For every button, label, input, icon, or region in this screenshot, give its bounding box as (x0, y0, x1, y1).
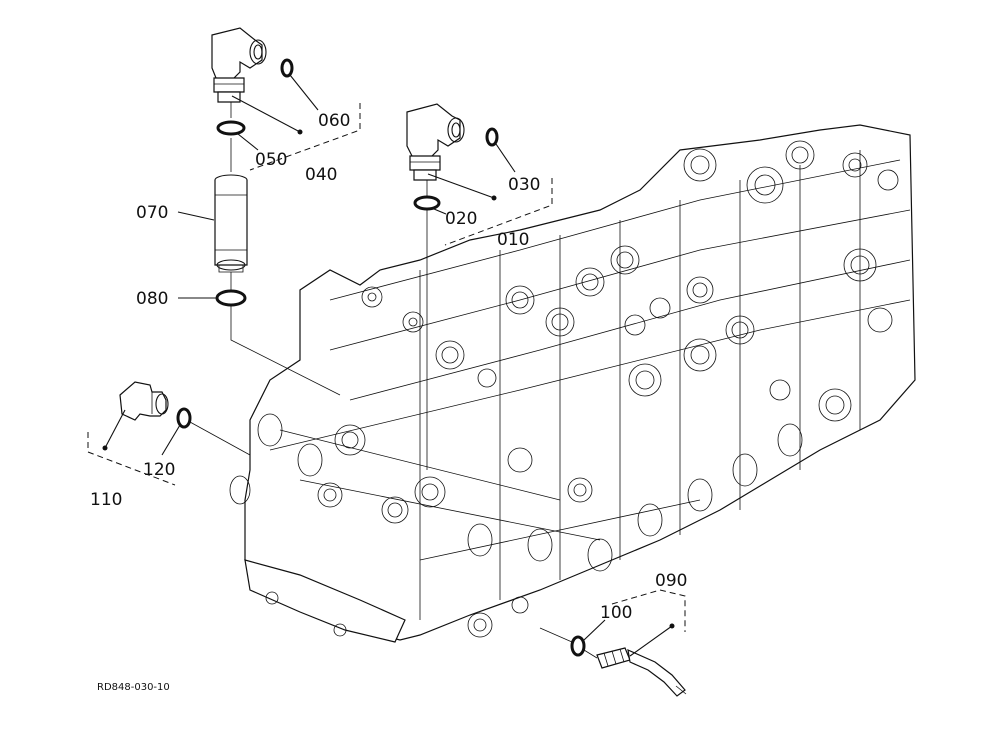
callout-010: 010 (497, 230, 529, 250)
leader-lines (87, 74, 686, 657)
reference-code: RD848-030-10 (97, 682, 170, 693)
callout-labels: 060 050 040 070 080 030 020 010 120 110 … (90, 111, 687, 693)
o-ring-060 (280, 58, 294, 78)
o-ring-020 (413, 195, 441, 211)
callout-090: 090 (655, 571, 687, 591)
elbow-fitting-110 (119, 381, 169, 421)
callout-100: 100 (600, 603, 632, 623)
callout-070: 070 (136, 203, 168, 223)
callout-080: 080 (136, 289, 168, 309)
elbow-fitting-040 (211, 27, 267, 103)
callout-020: 020 (445, 209, 477, 229)
control-valve-assembly (229, 124, 916, 643)
o-ring-080 (215, 289, 247, 307)
adapter-070 (214, 174, 248, 273)
o-ring-030 (485, 127, 499, 147)
callout-040: 040 (305, 165, 337, 185)
tube-fitting-090 (596, 647, 687, 697)
callout-120: 120 (143, 460, 175, 480)
o-ring-120 (176, 407, 192, 429)
callout-110: 110 (90, 490, 122, 510)
o-ring-100 (570, 635, 586, 657)
callout-050: 050 (255, 150, 287, 170)
elbow-fitting-010 (406, 103, 465, 181)
callout-060: 060 (318, 111, 350, 131)
callout-030: 030 (508, 175, 540, 195)
o-ring-050 (216, 120, 246, 136)
